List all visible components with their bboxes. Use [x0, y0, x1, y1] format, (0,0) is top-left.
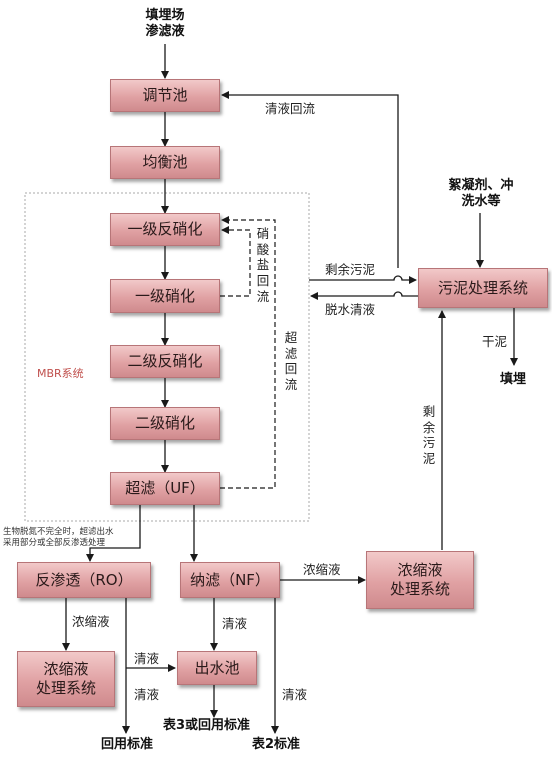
label-biao2: 表2标准: [252, 737, 301, 752]
node-nongsuo-right: 浓缩液 处理系统: [366, 551, 474, 609]
label-chaolv-huiliu: 超 滤 回 流: [284, 330, 298, 392]
label-biao3: 表3或回用标准: [163, 718, 251, 733]
label-flocculant: 絮凝剂、冲 洗水等: [448, 178, 514, 210]
label-ro-note: 生物脱氮不完全时，超滤出水 采用部分或全部反渗透处理: [3, 527, 114, 549]
label-mbr: MBR系统: [37, 367, 84, 380]
label-qingye-ro-v: 清液: [134, 687, 160, 702]
label-xiaosuanyan-huiliu: 硝 酸 盐 回 流: [256, 226, 270, 304]
arrow-chaolv-huiliu: [220, 216, 276, 489]
label-tuoshui-qingye: 脱水清液: [325, 302, 376, 317]
label-shengyu-wuni-h: 剩余污泥: [325, 262, 376, 277]
label-nongsuoye-ro: 浓缩液: [72, 614, 110, 629]
node-nongsuo-left: 浓缩液 处理系统: [17, 651, 115, 707]
label-nongsuoye-nf: 浓缩液: [303, 562, 341, 577]
node-junheng: 均衡池: [110, 146, 220, 179]
node-fanshentou: 反渗透（RO）: [17, 562, 151, 598]
node-erji-fanxiaohua: 二级反硝化: [110, 345, 220, 378]
node-wuni: 污泥处理系统: [418, 268, 548, 308]
arrow-qingye-huiliu: [221, 91, 399, 268]
node-chaolv: 超滤（UF）: [110, 472, 220, 505]
node-nalv: 纳滤（NF）: [180, 562, 280, 598]
label-tianmai: 填埋: [500, 372, 527, 387]
arrow-shengyu-wuni-h: [309, 275, 417, 284]
label-source: 填埋场 渗滤液: [145, 8, 185, 40]
node-chushuichi: 出水池: [177, 651, 257, 685]
mbr-boundary: [24, 192, 310, 522]
arrow-chaolv-to-ro: [86, 505, 141, 562]
label-shengyu-wuni-v: 剩 余 污 泥: [422, 404, 436, 466]
node-yiji-xiaohua: 一级硝化: [110, 279, 220, 313]
node-yiji-fanxiaohua: 一级反硝化: [110, 213, 220, 246]
arrow-tuoshui-qingye: [310, 291, 418, 300]
label-qingye-nf: 清液: [222, 616, 248, 631]
label-qingye-ro-h: 清液: [134, 651, 160, 666]
node-erji-xiaohua: 二级硝化: [110, 407, 220, 440]
label-qingye-nf-v: 清液: [282, 687, 308, 702]
label-qingye-huiliu: 清液回流: [265, 101, 316, 116]
arrow-xiaosuanyan-huiliu: [220, 226, 251, 297]
node-tiaojie: 调节池: [110, 79, 220, 112]
label-ganni: 干泥: [482, 334, 508, 349]
label-huiyong: 回用标准: [101, 737, 154, 752]
